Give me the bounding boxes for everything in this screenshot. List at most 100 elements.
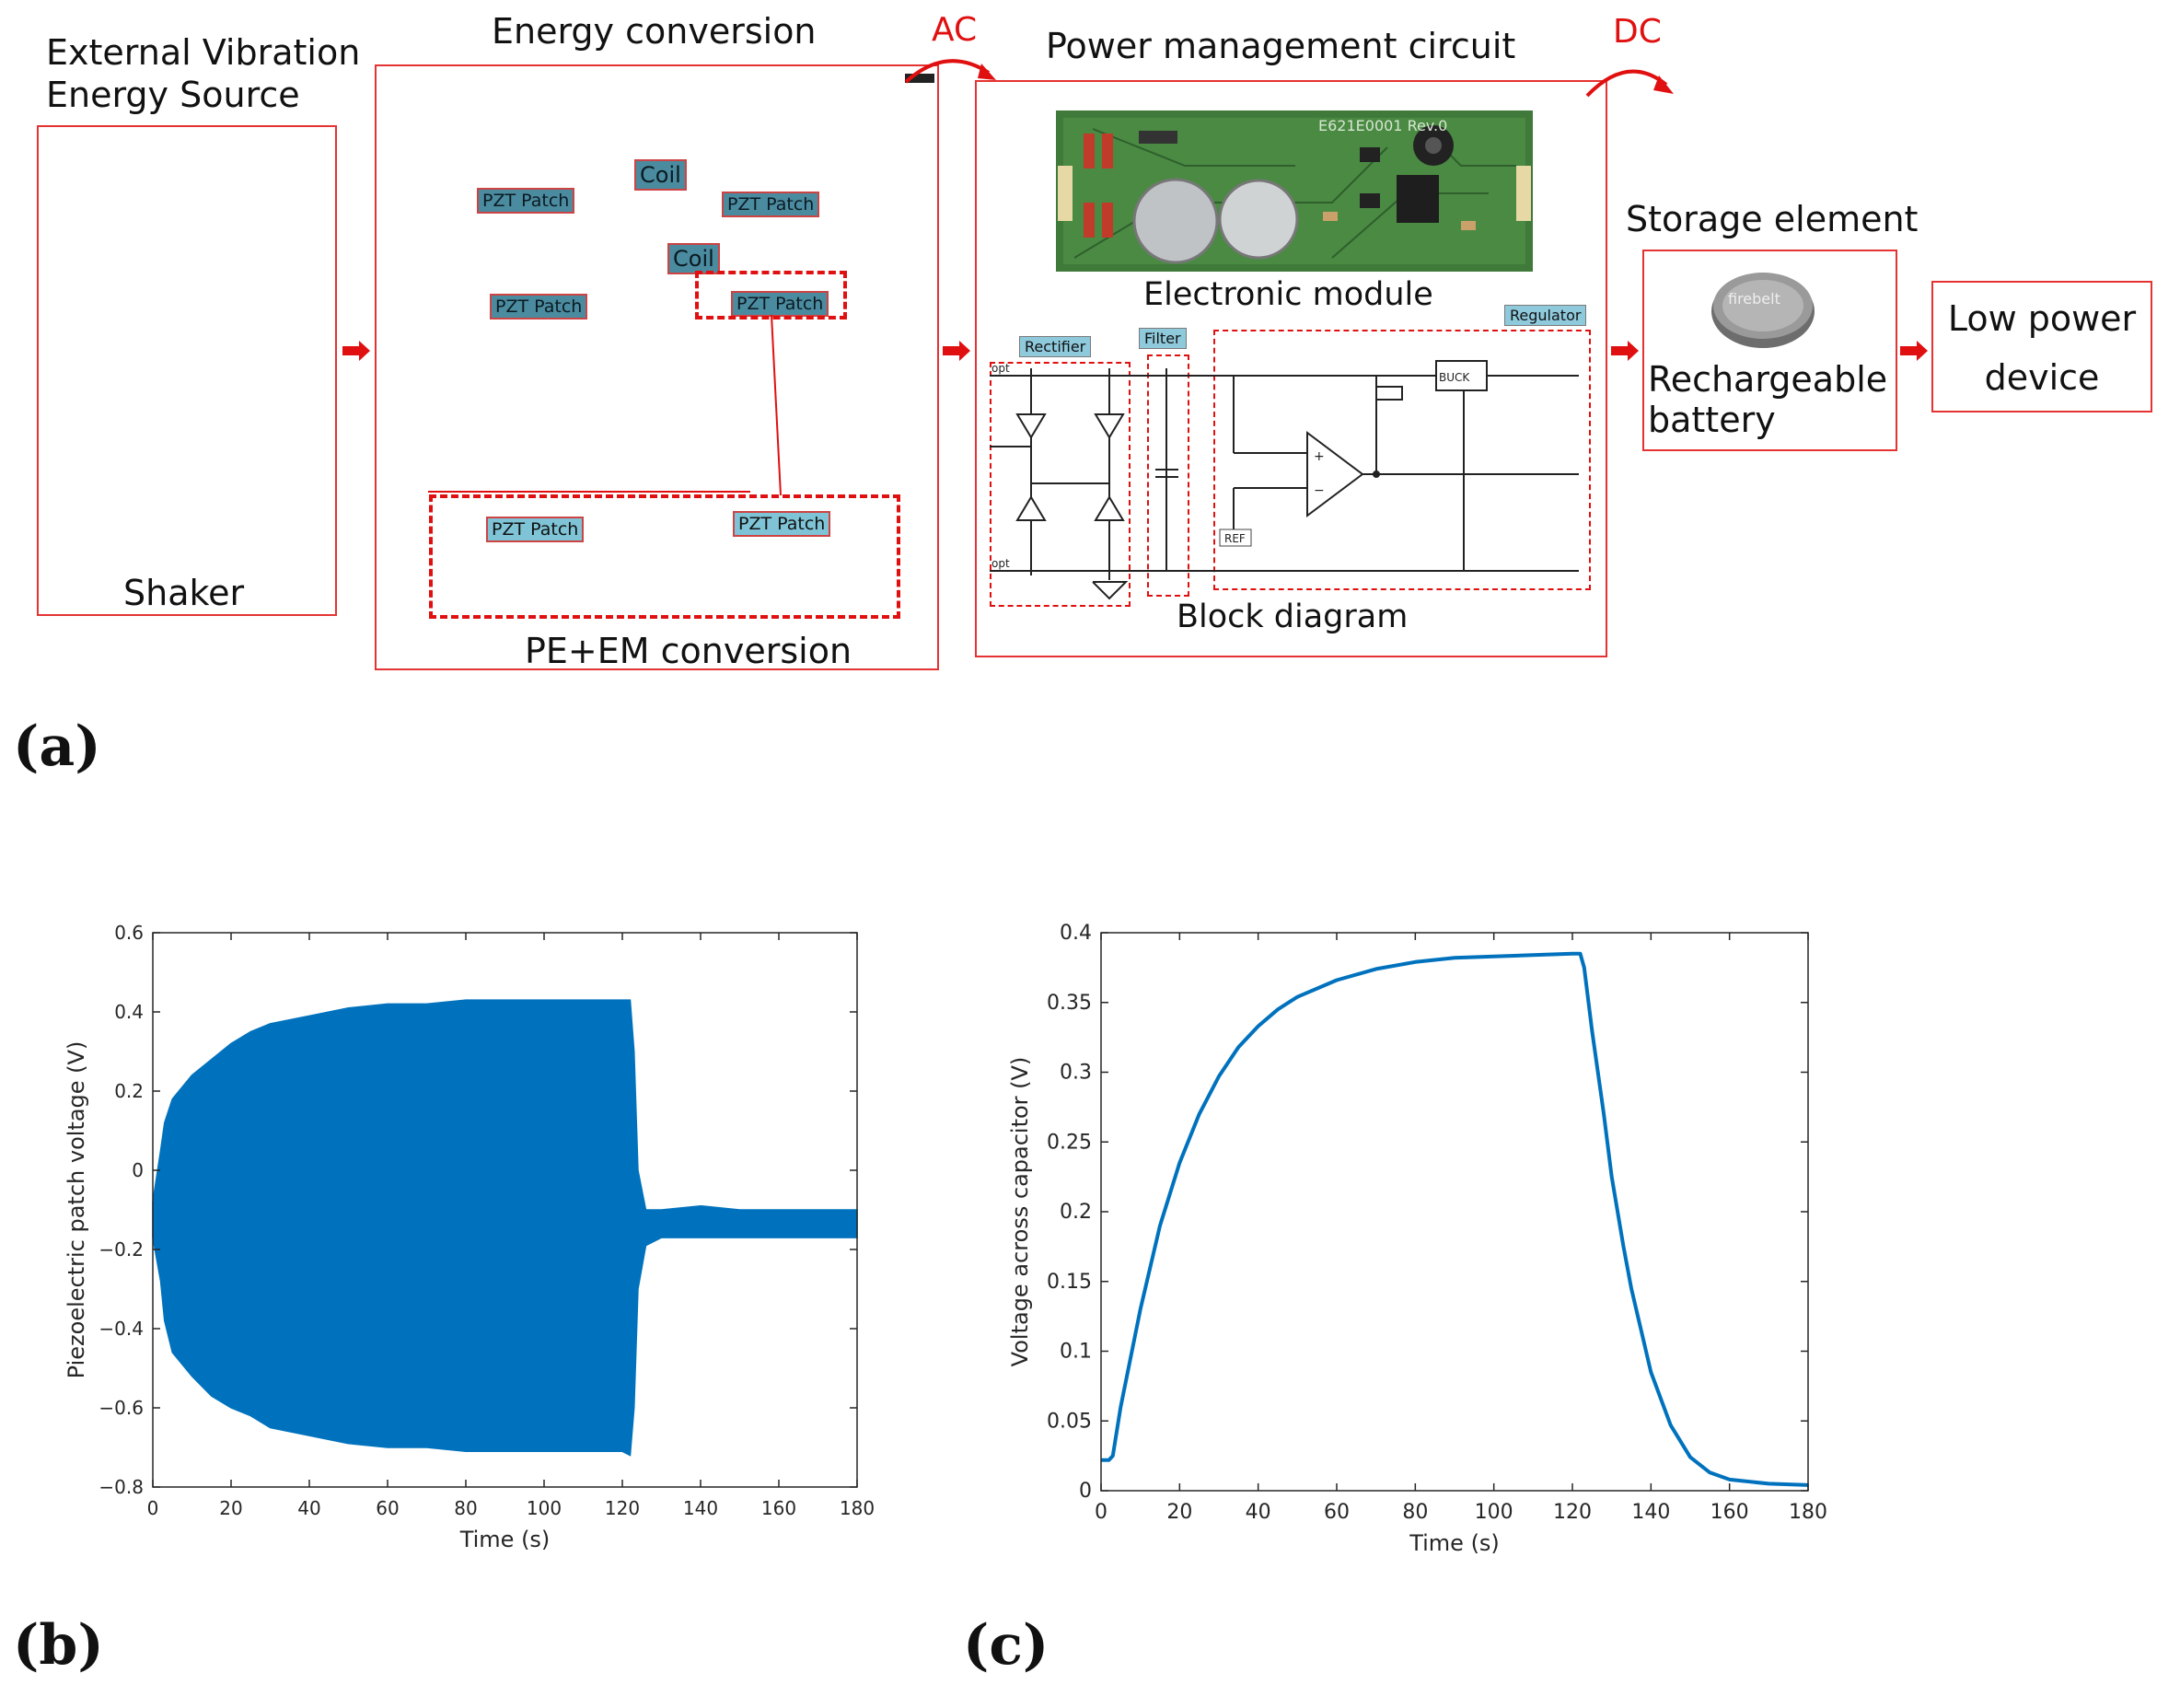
ref-label: REF — [1224, 532, 1246, 545]
x-tick-label: 120 — [605, 1497, 640, 1519]
opt-top-label: opt — [991, 362, 1010, 375]
y-axis-label: Voltage across capacitor (V) — [1007, 1057, 1033, 1367]
black-block — [905, 74, 934, 83]
chart-capacitor-voltage: 0 20 40 60 80 100 120 140 160 180 0 0.05 0.1 0.15 0.2 0… — [1007, 922, 1827, 1556]
pcb-text: E621E0001 Rev.0 — [1318, 117, 1447, 134]
block-diagram-label: Block diagram — [1177, 598, 1409, 635]
curved-arrow-icon — [1585, 69, 1674, 98]
arrow-right-icon — [342, 341, 370, 361]
output-label: Low power device — [1947, 298, 2137, 398]
ac-label: AC — [932, 11, 978, 49]
plot-frame — [152, 932, 858, 1488]
energy-conversion-box — [375, 64, 939, 670]
y-tick-label: −0.4 — [99, 1318, 144, 1340]
svg-text:+: + — [1314, 449, 1325, 464]
y-tick-label: 0.35 — [1047, 992, 1092, 1015]
curved-arrow-icon — [904, 59, 996, 84]
y-tick-label: 0 — [1079, 1480, 1092, 1503]
chart-piezo-voltage: 0 20 40 60 80 100 120 140 160 180 −0.8 −0.6 −0.4 −0.2… — [64, 922, 875, 1552]
shaker-box — [37, 125, 337, 616]
tag-pzt-5: PZT Patch — [486, 517, 585, 542]
storage-title: Storage element — [1626, 199, 1919, 239]
x-tick-label: 80 — [454, 1497, 477, 1519]
regulator-tag: Regulator — [1504, 305, 1587, 326]
x-tick-label: 0 — [147, 1497, 159, 1519]
x-tick-label: 60 — [1324, 1501, 1350, 1524]
arrow-right-icon — [1611, 341, 1639, 361]
series-0-envelope — [152, 999, 858, 1457]
y-tick-label: 0.05 — [1047, 1410, 1092, 1433]
y-tick-label: 0.6 — [114, 922, 144, 944]
x-tick-label: 160 — [1710, 1501, 1749, 1524]
tag-pzt-4: PZT Patch — [731, 291, 829, 317]
tag-coil-1: Coil — [634, 159, 687, 191]
source-title: External Vibration Energy Source — [46, 32, 361, 115]
x-axis-label: Time (s) — [459, 1527, 551, 1552]
battery-label: Rechargeable battery — [1648, 359, 1888, 440]
plot-frame — [1100, 932, 1809, 1492]
y-tick-label: 0.4 — [1060, 922, 1092, 945]
y-tick-label: −0.2 — [99, 1238, 144, 1261]
rectifier-tag: Rectifier — [1019, 336, 1092, 357]
battery-brand: firebelt — [1728, 290, 1780, 308]
zoom-connector — [428, 314, 782, 496]
svg-text:−: − — [1314, 483, 1325, 498]
x-tick-label: 180 — [1789, 1501, 1827, 1524]
filter-region — [1147, 354, 1189, 597]
x-tick-label: 0 — [1095, 1501, 1107, 1524]
tag-coil-2: Coil — [667, 243, 720, 274]
x-tick-label: 20 — [1166, 1501, 1192, 1524]
output-box — [1931, 281, 2152, 412]
y-tick-label: 0.25 — [1047, 1131, 1092, 1154]
arrow-right-icon — [943, 341, 970, 361]
panel-b-label: (b) — [13, 1613, 104, 1678]
x-tick-label: 40 — [1246, 1501, 1271, 1524]
storage-box — [1642, 250, 1897, 451]
tag-pzt-3: PZT Patch — [490, 294, 588, 320]
tag-pzt-2: PZT Patch — [722, 192, 820, 217]
panel-a-label: (a) — [13, 715, 101, 779]
y-tick-label: 0.2 — [1060, 1201, 1092, 1224]
tag-pzt-1: PZT Patch — [477, 188, 575, 214]
panel-c-label: (c) — [963, 1613, 1049, 1678]
x-tick-label: 120 — [1553, 1501, 1592, 1524]
pmc-title: Power management circuit — [1046, 26, 1516, 66]
x-tick-label: 80 — [1402, 1501, 1428, 1524]
y-tick-label: 0 — [132, 1159, 144, 1181]
x-tick-label: 100 — [1475, 1501, 1513, 1524]
battery-icon: firebelt — [1711, 273, 1815, 348]
y-tick-label: 0.15 — [1047, 1271, 1092, 1294]
y-tick-label: 0.2 — [114, 1080, 144, 1102]
y-tick-label: 0.3 — [1060, 1062, 1092, 1085]
electronic-module-label: Electronic module — [1143, 276, 1433, 313]
x-tick-label: 140 — [1631, 1501, 1670, 1524]
series-0-line — [1101, 951, 1809, 1487]
tag-pzt-6: PZT Patch — [733, 511, 831, 537]
pcb-image: E621E0001 Rev.0 — [1056, 110, 1533, 272]
y-tick-label: 0.1 — [1060, 1341, 1092, 1364]
shaker-label: Shaker — [123, 573, 245, 613]
x-tick-label: 60 — [376, 1497, 399, 1519]
x-tick-label: 140 — [683, 1497, 718, 1519]
x-axis-label: Time (s) — [1409, 1530, 1500, 1556]
y-axis-label: Piezoelectric patch voltage (V) — [64, 1041, 89, 1379]
x-tick-label: 40 — [297, 1497, 320, 1519]
arrow-right-icon — [1900, 341, 1928, 361]
x-tick-label: 20 — [219, 1497, 242, 1519]
y-tick-label: 0.4 — [114, 1001, 144, 1023]
zoom-box-large — [429, 494, 900, 619]
block-diagram: BUCK REF opt opt + − — [990, 360, 1579, 600]
y-tick-label: −0.6 — [99, 1397, 144, 1419]
x-tick-label: 180 — [840, 1497, 875, 1519]
dc-label: DC — [1613, 13, 1662, 51]
x-tick-label: 100 — [527, 1497, 562, 1519]
filter-tag: Filter — [1139, 328, 1187, 349]
buck-label: BUCK — [1439, 371, 1470, 384]
conversion-caption: PE+EM conversion — [525, 631, 852, 671]
opt-bottom-label: opt — [991, 557, 1010, 570]
rectifier-region — [990, 362, 1131, 607]
y-tick-label: −0.8 — [99, 1476, 144, 1498]
regulator-region — [1213, 330, 1591, 590]
pmc-box — [975, 80, 1607, 657]
x-tick-label: 160 — [761, 1497, 796, 1519]
